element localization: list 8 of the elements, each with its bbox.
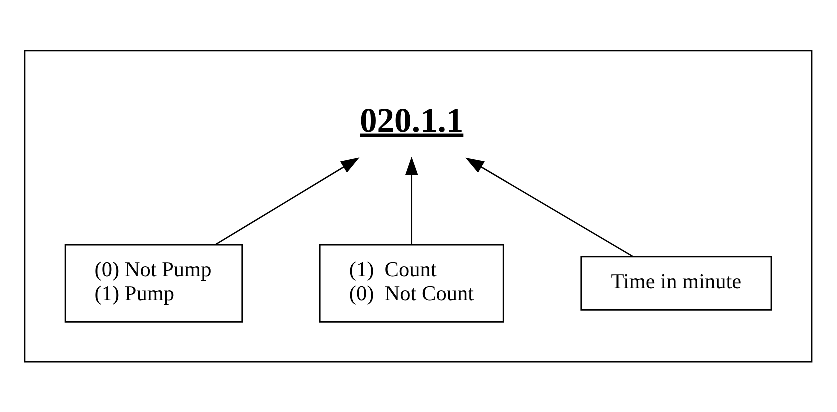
cluster <box>24 50 813 362</box>
node-box: Time in minute <box>580 256 772 310</box>
node-box: (0) Not Pump (1) Pump <box>64 244 243 322</box>
node-text: 020.1.1 <box>360 101 464 140</box>
arrow <box>215 157 360 245</box>
arrow <box>405 156 418 244</box>
node-box: (1) Count (0) Not Count <box>319 244 504 322</box>
arrow <box>466 157 634 257</box>
